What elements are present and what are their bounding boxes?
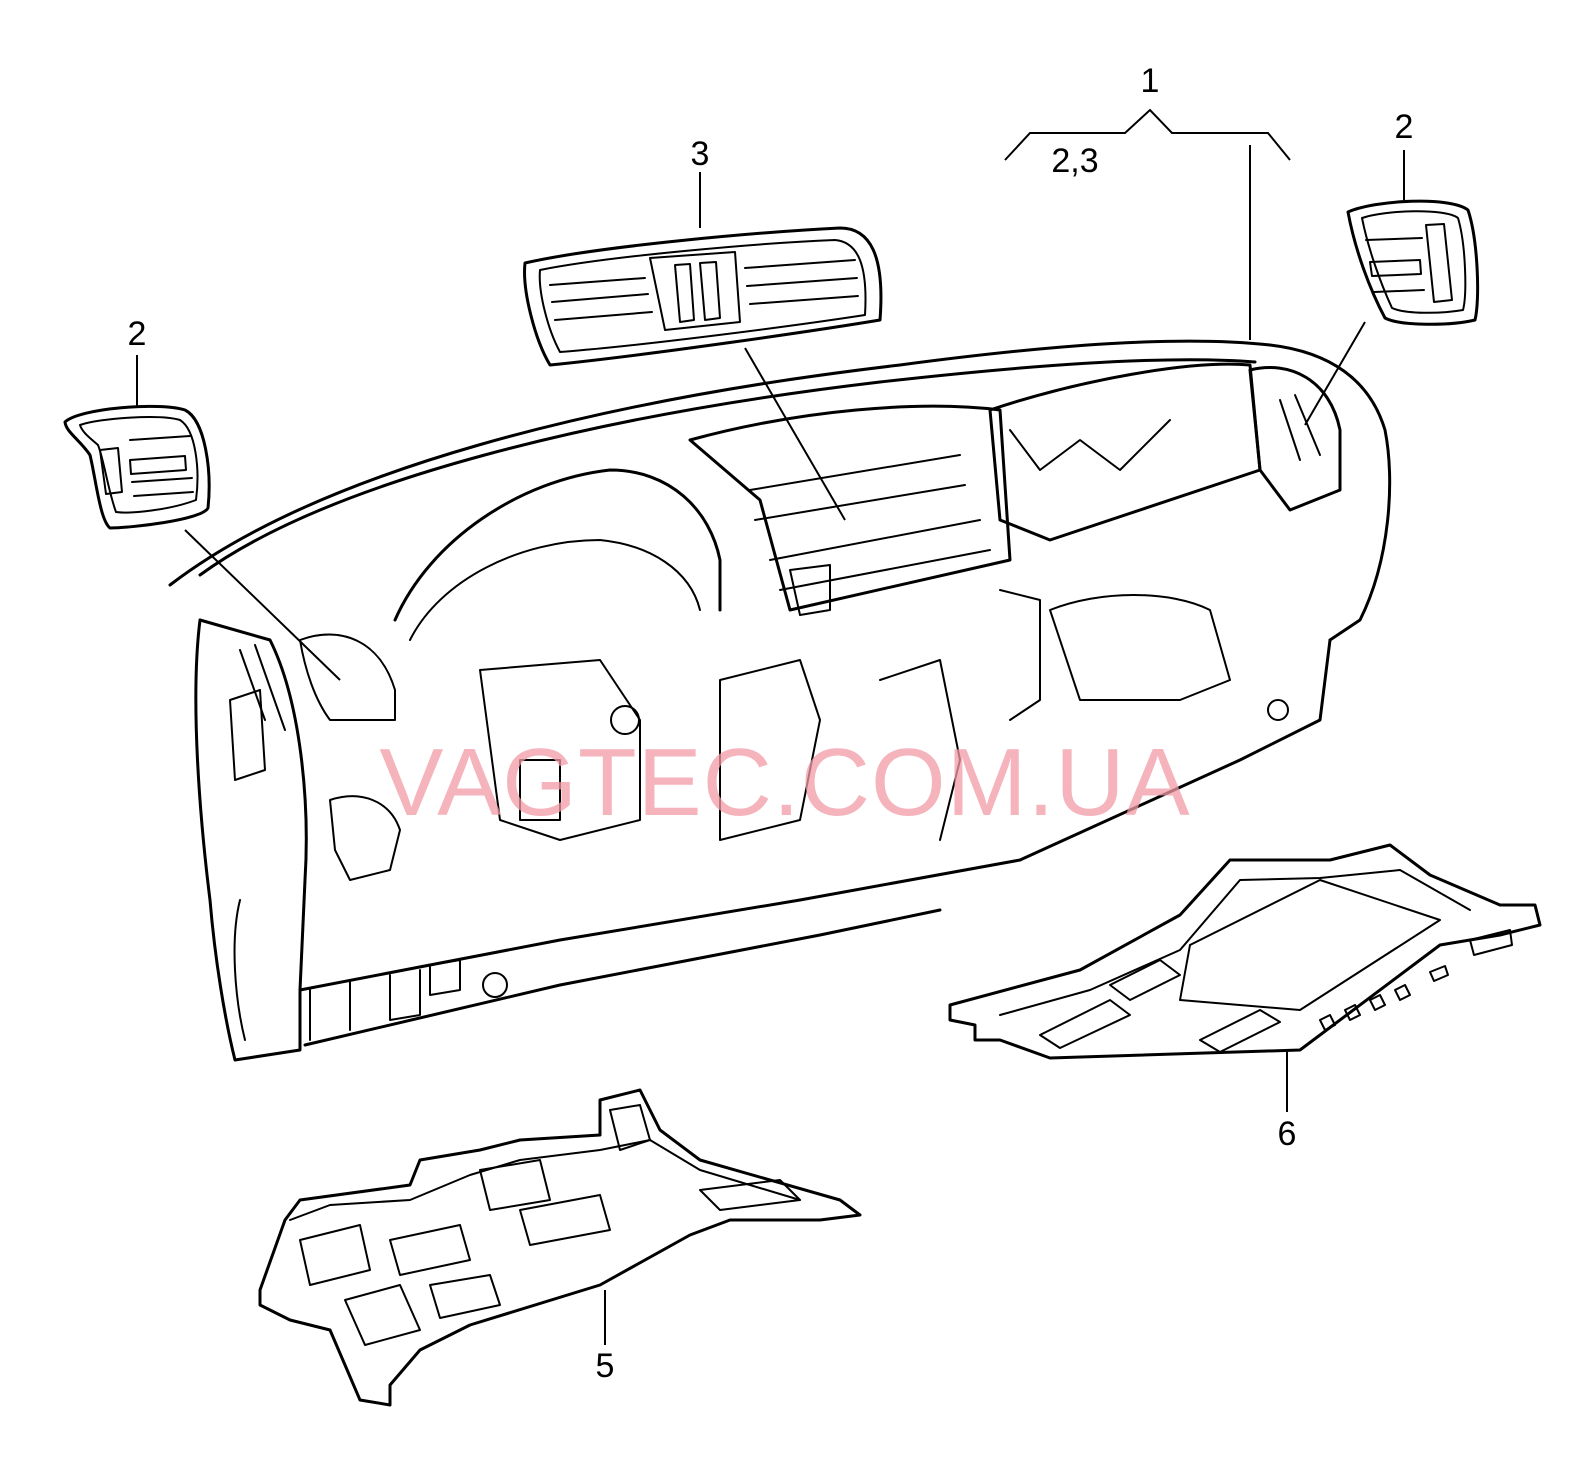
insulation-panel-5: [258, 1088, 862, 1407]
bracket-1: [1004, 108, 1291, 161]
callout-2-right: 2: [1395, 108, 1414, 146]
dashboard-assembly: [168, 339, 1392, 1062]
centre-air-vent: [523, 226, 883, 367]
leader-lines: [136, 108, 1405, 1345]
leader-2-left: [184, 529, 341, 681]
callout-6: 6: [1278, 1115, 1297, 1153]
callout-5: 5: [596, 1347, 615, 1385]
leader-3: [744, 347, 846, 521]
left-side-air-vent: [63, 404, 211, 530]
watermark-text: VAGTEC.COM.UA: [379, 729, 1190, 836]
right-side-air-vent: [1346, 199, 1480, 326]
callout-3: 3: [691, 135, 710, 173]
callout-1-subparts: 2,3: [1051, 142, 1098, 180]
callout-1: 1: [1141, 62, 1160, 100]
leader-2-right: [1304, 321, 1366, 426]
callout-2-left: 2: [128, 315, 147, 353]
insulation-panel-6: [948, 843, 1542, 1060]
